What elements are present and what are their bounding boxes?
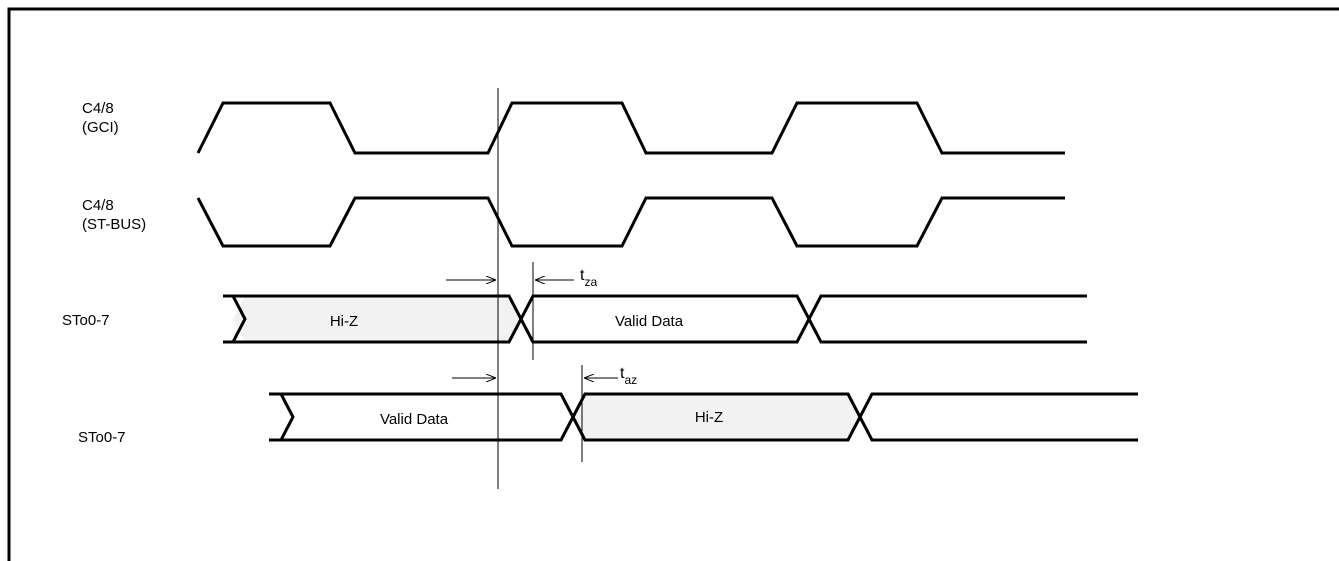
sto-label-a: STo0-7 <box>62 312 110 329</box>
gci-label-line2: (GCI) <box>82 119 119 136</box>
stbus-label-line1: C4/8 <box>82 197 114 214</box>
hiz-box-b <box>573 394 860 440</box>
hiz-text-b: Hi-Z <box>695 409 723 426</box>
valid-data-text-a: Valid Data <box>615 313 684 330</box>
valid-data-text-b: Valid Data <box>380 411 449 428</box>
hiz-text-a: Hi-Z <box>330 313 358 330</box>
taz-label: taz <box>620 365 637 387</box>
data-waveform-b <box>269 392 1138 442</box>
hiz-box-a <box>233 296 521 342</box>
clock-waveform-stbus <box>196 196 1065 248</box>
tza-label: tza <box>580 267 597 289</box>
sto-label-b: STo0-7 <box>78 429 126 446</box>
gci-label-line1: C4/8 <box>82 100 114 117</box>
stbus-label-line2: (ST-BUS) <box>82 216 146 233</box>
figure-frame <box>7 7 1339 561</box>
clock-waveform-gci <box>196 101 1065 155</box>
